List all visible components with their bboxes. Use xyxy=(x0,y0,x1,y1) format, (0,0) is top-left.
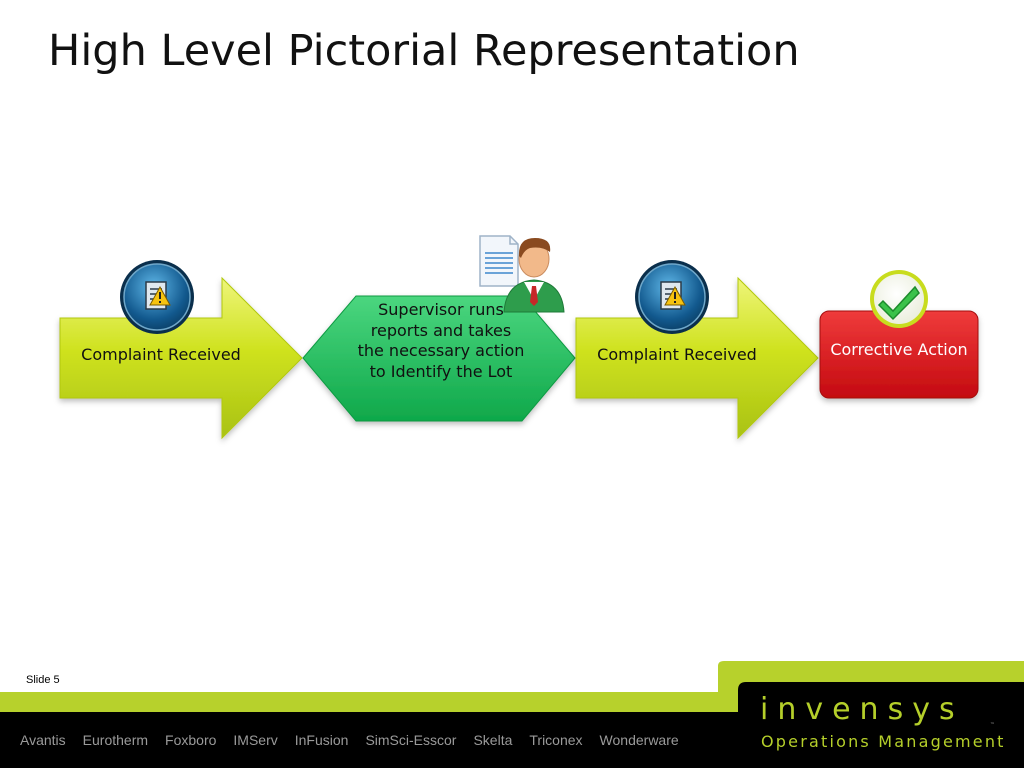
brand-name: Triconex xyxy=(529,732,583,748)
brand-name: Wonderware xyxy=(599,732,679,748)
flow-arrow-1 xyxy=(59,276,303,440)
check-mark-icon xyxy=(870,270,928,328)
invensys-logo: invensys xyxy=(760,692,964,727)
brand-name: Skelta xyxy=(473,732,513,748)
logo-subtitle: Operations Management xyxy=(761,732,1006,751)
brand-list: Avantis Eurotherm Foxboro IMServ InFusio… xyxy=(20,732,679,752)
step4-label: Corrective Action xyxy=(830,340,968,359)
document-warning-icon xyxy=(635,260,709,334)
trademark-mark: ™ xyxy=(990,722,995,728)
slide-number: Slide 5 xyxy=(26,674,60,686)
brand-name: Avantis xyxy=(20,732,66,748)
brand-name: SimSci-Esscor xyxy=(365,732,457,748)
brand-name: Foxboro xyxy=(165,732,217,748)
page-title: High Level Pictorial Representation xyxy=(48,26,800,76)
document-warning-icon xyxy=(120,260,194,334)
brand-name: Eurotherm xyxy=(82,732,149,748)
brand-name: IMServ xyxy=(233,732,278,748)
step3-label: Complaint Received xyxy=(597,345,757,364)
brand-name: InFusion xyxy=(294,732,349,748)
supervisor-person-icon xyxy=(479,235,565,313)
step2-label: Supervisor runs reports and takes the ne… xyxy=(357,300,525,381)
flow-arrow-2 xyxy=(575,276,819,440)
step1-label: Complaint Received xyxy=(81,345,241,364)
